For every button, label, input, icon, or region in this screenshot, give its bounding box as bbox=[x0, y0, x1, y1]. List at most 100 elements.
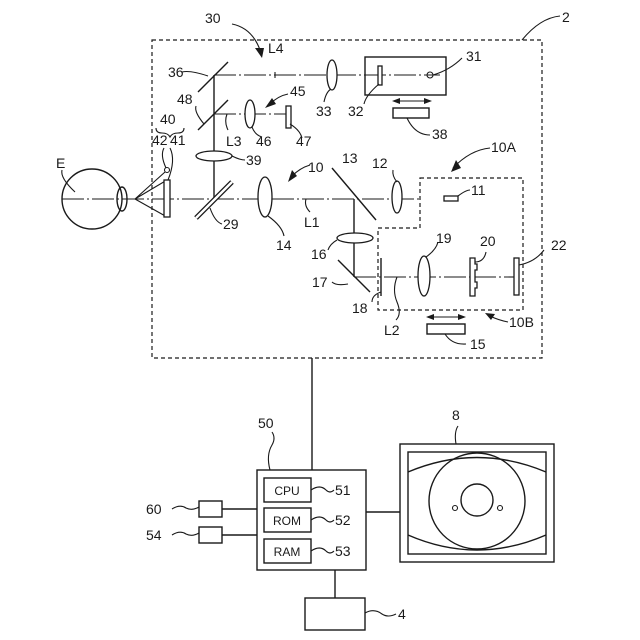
sensor-22 bbox=[514, 258, 519, 295]
lens-14 bbox=[258, 177, 272, 217]
leader-4 bbox=[365, 611, 396, 616]
cpu-label: CPU bbox=[274, 484, 299, 498]
leader-L3 bbox=[226, 114, 228, 130]
label-system-45: 45 bbox=[290, 83, 306, 99]
label-group-40: 40 bbox=[160, 111, 176, 127]
leader-48 bbox=[196, 106, 204, 124]
fixation-target-unit bbox=[365, 57, 446, 95]
leader-L1 bbox=[306, 199, 311, 212]
label-sensor-22: 22 bbox=[551, 237, 567, 253]
label-mirror-48: 48 bbox=[177, 91, 193, 107]
label-eye: E bbox=[56, 155, 65, 171]
label-mirror-13: 13 bbox=[342, 150, 358, 166]
leader-29 bbox=[210, 208, 222, 224]
label-lens-16: 16 bbox=[311, 246, 327, 262]
mirror-36 bbox=[198, 62, 228, 92]
drive-15 bbox=[427, 324, 465, 334]
label-source-11: 11 bbox=[471, 182, 486, 198]
label-light-source-31: 31 bbox=[466, 48, 482, 64]
leader-15 bbox=[445, 334, 466, 344]
lens-12 bbox=[392, 181, 402, 213]
leader-2 bbox=[522, 16, 560, 40]
label-lens-12: 12 bbox=[372, 155, 388, 171]
label-element-18: 18 bbox=[352, 300, 368, 316]
label-mirror-29: 29 bbox=[223, 216, 239, 232]
label-controller: 50 bbox=[258, 415, 274, 431]
label-axis-L4: L4 bbox=[268, 40, 284, 56]
leader-16 bbox=[328, 240, 337, 250]
leader-18 bbox=[372, 292, 381, 302]
input-device-60 bbox=[199, 501, 222, 517]
lens-33 bbox=[327, 60, 337, 90]
label-lens-19: 19 bbox=[436, 230, 452, 246]
lens-19 bbox=[418, 256, 430, 296]
label-axis-L1: L1 bbox=[304, 214, 320, 230]
lens-39 bbox=[196, 151, 232, 161]
leader-12 bbox=[393, 170, 397, 182]
leader-17 bbox=[332, 282, 348, 285]
label-lens-14: 14 bbox=[276, 237, 292, 253]
drive-38 bbox=[393, 108, 429, 118]
input-device-54 bbox=[199, 527, 222, 543]
light-source-11 bbox=[444, 196, 458, 201]
leader-31 bbox=[433, 58, 462, 75]
arrow-right-38 bbox=[424, 98, 432, 104]
label-monitor: 8 bbox=[452, 407, 460, 423]
leader-8 bbox=[455, 426, 458, 444]
leader-41 bbox=[168, 148, 173, 180]
label-lens-39: 39 bbox=[246, 152, 262, 168]
arrow-head-30 bbox=[255, 48, 264, 58]
label-ram-ref: 53 bbox=[335, 543, 351, 559]
label-device: 2 bbox=[562, 9, 570, 25]
ring-element-41 bbox=[164, 180, 170, 217]
leader-54 bbox=[172, 532, 199, 535]
leader-11 bbox=[458, 190, 470, 196]
label-cpu-ref: 51 bbox=[335, 482, 351, 498]
label-system-10: 10 bbox=[308, 159, 324, 175]
arrow-30 bbox=[232, 24, 260, 50]
lens-16 bbox=[337, 233, 373, 243]
label-target-32: 32 bbox=[348, 103, 364, 119]
label-lens-46: 46 bbox=[256, 133, 272, 149]
leader-33 bbox=[324, 89, 331, 102]
leader-50 bbox=[268, 432, 274, 470]
leader-32 bbox=[364, 84, 379, 104]
leader-14 bbox=[268, 216, 284, 236]
point-source-42 bbox=[165, 168, 170, 173]
label-drive-38: 38 bbox=[432, 126, 448, 142]
label-element-47: 47 bbox=[296, 133, 312, 149]
arrow-left-15 bbox=[426, 314, 434, 320]
label-fixation-system: 30 bbox=[205, 10, 221, 26]
leader-20 bbox=[475, 252, 486, 262]
arrow-left-38 bbox=[392, 98, 400, 104]
label-mirror-17: 17 bbox=[312, 274, 328, 290]
target-32 bbox=[378, 66, 382, 85]
arrow-right-15 bbox=[458, 314, 466, 320]
label-input-60: 60 bbox=[146, 501, 162, 517]
label-element-20: 20 bbox=[480, 233, 496, 249]
leader-60 bbox=[172, 506, 199, 509]
leader-36 bbox=[182, 72, 208, 77]
mirror-48 bbox=[198, 100, 228, 130]
label-system-10B: 10B bbox=[509, 314, 534, 330]
arrow-head-45 bbox=[265, 98, 276, 108]
label-axis-L3: L3 bbox=[226, 133, 242, 149]
label-system-10A: 10A bbox=[491, 139, 517, 155]
label-element-42: 42 bbox=[152, 132, 168, 148]
label-storage-4: 4 bbox=[398, 606, 406, 622]
label-rom-ref: 52 bbox=[335, 512, 351, 528]
label-drive-15: 15 bbox=[470, 336, 486, 352]
arrow-head-10B bbox=[485, 313, 495, 320]
lens-46 bbox=[245, 100, 255, 128]
arrow-head-10 bbox=[288, 170, 297, 182]
label-axis-L2: L2 bbox=[384, 322, 400, 338]
ram-label: RAM bbox=[274, 545, 301, 559]
leader-42 bbox=[162, 148, 166, 168]
label-lens-33: 33 bbox=[316, 103, 332, 119]
storage-4 bbox=[305, 598, 365, 630]
label-input-54: 54 bbox=[146, 527, 162, 543]
rom-label: ROM bbox=[273, 514, 301, 528]
illumination-cone bbox=[135, 172, 167, 217]
label-mirror-36: 36 bbox=[168, 64, 184, 80]
